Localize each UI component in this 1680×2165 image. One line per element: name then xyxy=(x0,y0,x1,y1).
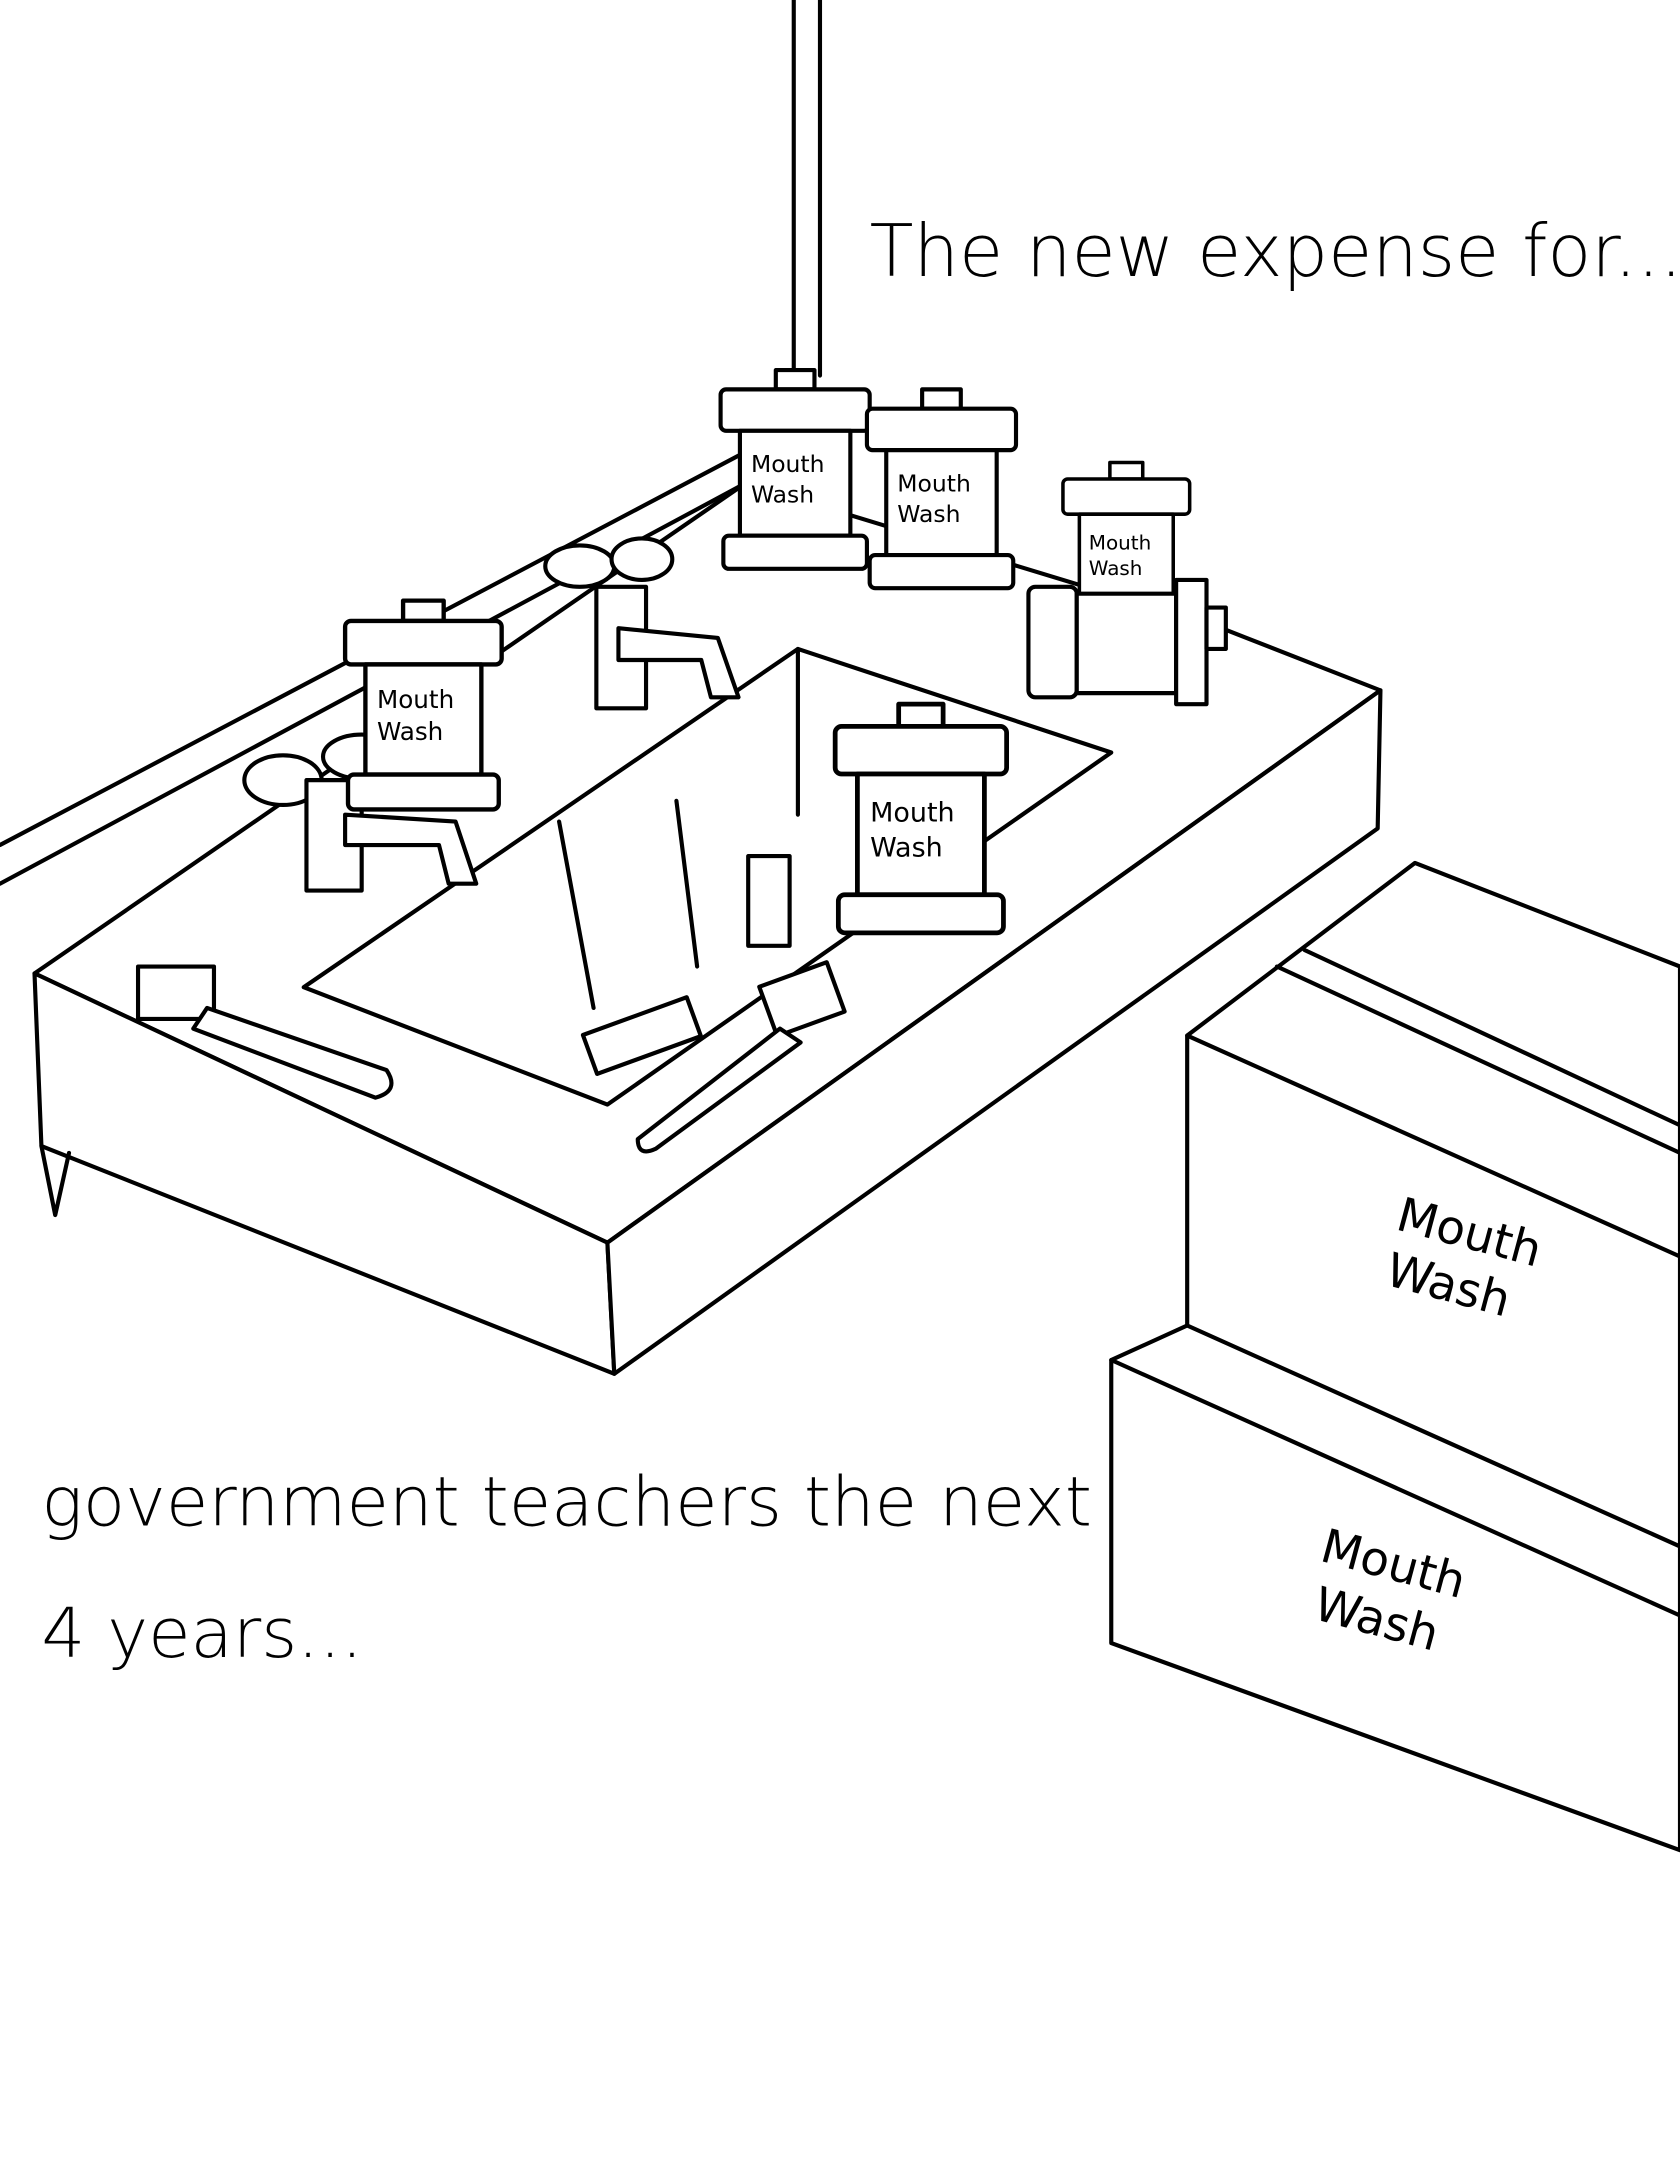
caption-bottom-line1: government teachers the next xyxy=(41,1463,1091,1543)
caption-top: The new expense for... xyxy=(870,209,1680,293)
bottle-cap xyxy=(1108,460,1145,481)
bottle-label-line1: Mouth xyxy=(897,470,971,498)
bottle-base xyxy=(867,552,1016,591)
bottle-base xyxy=(345,772,501,812)
soap-bar xyxy=(580,995,703,1076)
bottle-label-line1: Mouth xyxy=(1089,530,1151,554)
bottle-body xyxy=(1077,512,1175,606)
bottle-lid xyxy=(1061,477,1192,516)
bottle-label-line2: Wash xyxy=(377,717,443,746)
bottle-label-line2: Wash xyxy=(751,481,814,509)
faucet-right xyxy=(543,536,741,711)
pole xyxy=(791,0,823,378)
bottle-label-line2: Wash xyxy=(870,833,943,864)
bottle-label-line2: Wash xyxy=(897,500,960,528)
bottle-body xyxy=(363,662,484,777)
bottle-cap xyxy=(920,387,963,411)
bottle-lid xyxy=(832,724,1010,777)
mouthwash-box-lower: Mouth Wash xyxy=(1109,1323,1680,1853)
bottle-label-line1: Mouth xyxy=(751,450,825,478)
bottle-label-line2: Wash xyxy=(1089,556,1143,580)
toothbrush-left xyxy=(135,964,394,1100)
bottle-lid xyxy=(718,387,872,433)
bottle-lid xyxy=(864,406,1019,453)
bottle-base xyxy=(835,892,1006,936)
mouthwash-bottle-sideways xyxy=(1026,577,1228,707)
bottle-cap xyxy=(773,367,817,392)
bottle-base xyxy=(721,533,869,571)
bottle-cap xyxy=(896,701,946,729)
faucet-left xyxy=(242,732,479,893)
bottle-label-line1: Mouth xyxy=(377,685,454,714)
bottle-lid xyxy=(342,618,504,667)
bottle-label-line1: Mouth xyxy=(870,798,955,829)
caption-bottom-line2: 4 years... xyxy=(41,1594,363,1674)
toothbrush-right xyxy=(635,960,847,1154)
small-box xyxy=(746,853,792,948)
bottle-cap xyxy=(400,598,446,624)
bottle-body xyxy=(884,448,999,558)
